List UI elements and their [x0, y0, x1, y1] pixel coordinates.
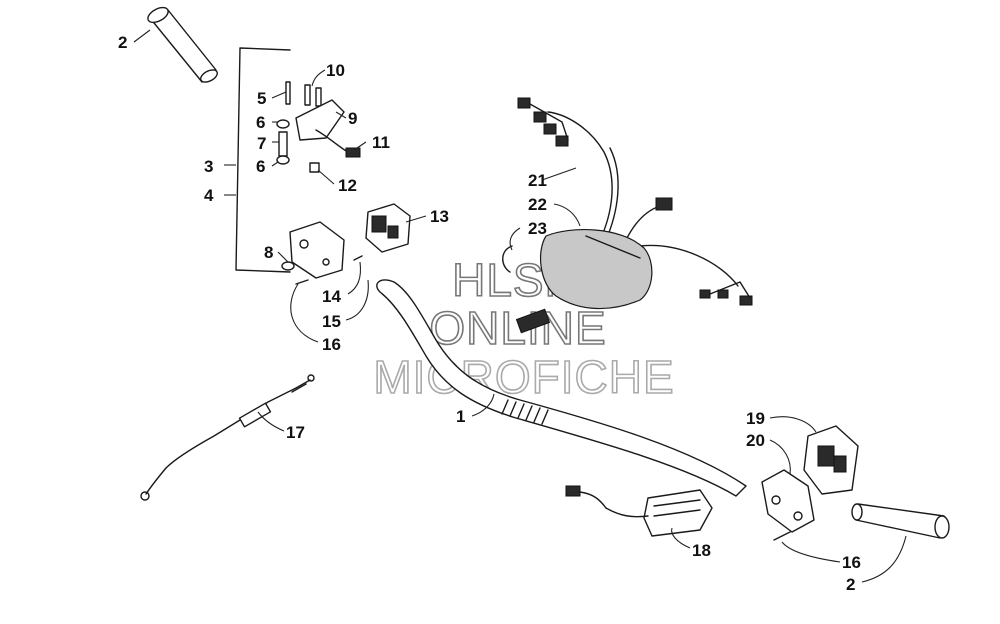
callout-14: 14	[322, 287, 341, 306]
watermark-line-3: MICROFICHE	[373, 351, 674, 403]
callout-2-bottom: 2	[846, 575, 855, 594]
bracket-drawing	[235, 47, 291, 273]
callout-5: 5	[257, 89, 266, 108]
callout-1: 1	[456, 407, 465, 426]
right-grip-drawing	[851, 503, 950, 539]
callout-3: 3	[204, 157, 213, 176]
heater-pad-18-drawing	[565, 485, 713, 537]
callout-16-right: 16	[842, 553, 861, 572]
callout-13: 13	[430, 207, 449, 226]
callout-23: 23	[528, 219, 547, 238]
handlebar-drawing	[376, 279, 747, 497]
harness-21-drawing	[517, 97, 753, 306]
callout-6-lower: 6	[256, 157, 265, 176]
callout-4: 4	[204, 186, 214, 205]
callout-8: 8	[264, 243, 273, 262]
switch-19-20-drawing	[761, 425, 859, 541]
callout-16-left: 16	[322, 335, 341, 354]
hardware-drawing	[276, 81, 361, 173]
callout-22: 22	[528, 195, 547, 214]
left-grip-drawing	[147, 6, 218, 83]
watermark-line-2: ONLINE	[429, 302, 606, 354]
leader-lines	[133, 29, 907, 583]
callout-6-upper: 6	[256, 113, 265, 132]
callout-12: 12	[338, 176, 357, 195]
clip-23-drawing	[502, 245, 513, 273]
control-module-22-drawing	[515, 229, 653, 334]
callout-17: 17	[286, 423, 305, 442]
callout-10: 10	[326, 61, 345, 80]
callout-7: 7	[257, 134, 266, 153]
cable-17-drawing	[140, 374, 315, 501]
callout-20: 20	[746, 431, 765, 450]
callout-11: 11	[372, 133, 390, 152]
callout-2-top: 2	[118, 33, 127, 52]
callout-21: 21	[528, 171, 547, 190]
callout-19: 19	[746, 409, 765, 428]
throttle-housing-drawing	[281, 221, 363, 285]
callout-9: 9	[348, 109, 357, 128]
callout-15: 15	[322, 312, 341, 331]
switch-13-drawing	[365, 203, 411, 253]
callout-18: 18	[692, 541, 711, 560]
callouts: 2 5 6 7 6 3 4 10 9 11 12 13 8 14 15 16 1…	[118, 33, 861, 594]
